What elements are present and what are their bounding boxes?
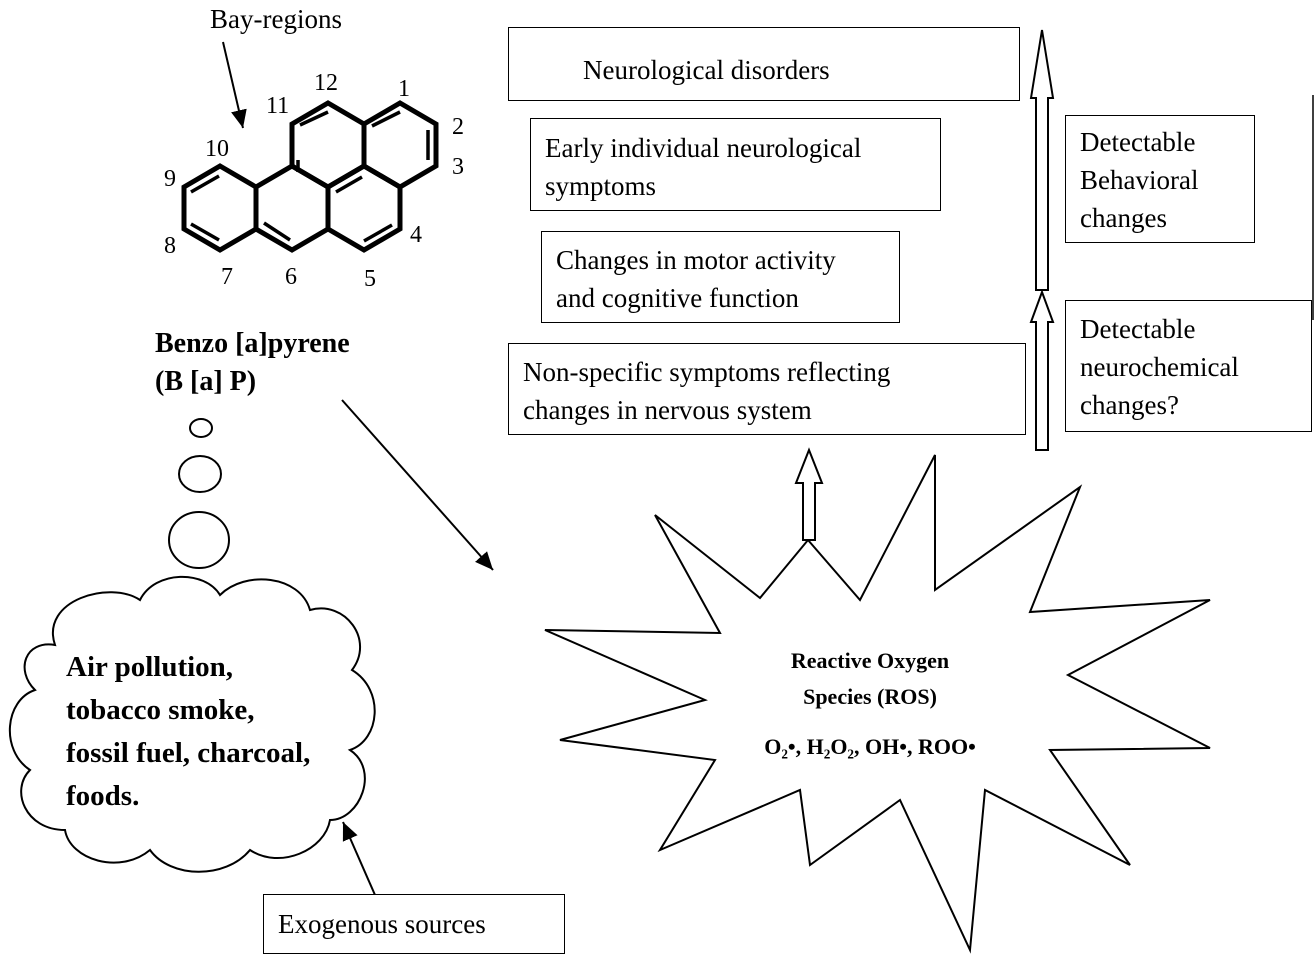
bap-to-ros-arrow: [341, 399, 494, 571]
exogenous-pointer: [342, 821, 376, 896]
exogenous-cloud: [8, 575, 376, 873]
early-symptoms-box: Early individual neurological symptoms: [530, 118, 941, 211]
cloud-line: Air pollution,: [66, 651, 234, 683]
atom-number: 6: [285, 264, 297, 290]
box-text: Neurological disorders: [583, 55, 830, 85]
bubble-small: [189, 418, 213, 438]
bubble-large: [168, 511, 230, 569]
bay-regions-label: Bay-regions: [210, 4, 342, 34]
bay-region-pointer: [222, 41, 247, 129]
atom-number: 4: [410, 222, 422, 248]
benzo-a-pyrene-structure: [181, 100, 439, 253]
atom-number: 7: [221, 264, 233, 290]
box-text-line: and cognitive function: [556, 283, 799, 313]
box-text-line: changes?: [1080, 390, 1179, 420]
cloud-line: fossil fuel, charcoal,: [66, 737, 311, 769]
box-text-line: Early individual neurological: [545, 133, 862, 163]
ros-starburst: [544, 454, 1211, 954]
bubble-medium: [178, 455, 222, 493]
behavioral-up-arrow: [1029, 29, 1055, 291]
box-text-line: changes: [1080, 203, 1167, 233]
box-text-line: Behavioral: [1080, 165, 1199, 195]
box-text-line: symptoms: [545, 171, 657, 201]
box-text-line: Detectable: [1080, 127, 1196, 157]
neurochemical-changes-box: Detectable neurochemical changes?: [1065, 300, 1312, 432]
compound-name: Benzo [a]pyrene: [155, 328, 350, 359]
atom-number: 1: [398, 76, 410, 102]
box-text-line: Non-specific symptoms reflecting: [523, 357, 891, 387]
atom-number: 9: [164, 166, 176, 192]
cloud-text: Air pollution, tobacco smoke, fossil fue…: [66, 646, 310, 818]
ros-species: O₂•, H₂O₂, OH•, ROO•: [764, 734, 976, 759]
ros-title-line: Species (ROS): [803, 684, 937, 709]
exogenous-sources-box: Exogenous sources: [263, 894, 565, 954]
atom-number: 8: [164, 233, 176, 259]
cloud-line: foods.: [66, 780, 140, 812]
box-text: Exogenous sources: [278, 909, 486, 939]
neurological-disorders-box: Neurological disorders: [508, 27, 1020, 101]
atom-number: 5: [364, 266, 376, 292]
box-text-line: changes in nervous system: [523, 395, 812, 425]
ros-title-line: Reactive Oxygen: [790, 648, 950, 673]
atom-number: 10: [205, 136, 229, 162]
ros-text: Reactive Oxygen Species (ROS) O₂•, H₂O₂,…: [720, 643, 1020, 765]
behavioral-changes-box: Detectable Behavioral changes: [1065, 115, 1255, 243]
nonspecific-symptoms-box: Non-specific symptoms reflecting changes…: [508, 343, 1026, 435]
box-text-line: Detectable: [1080, 314, 1196, 344]
atom-number: 11: [266, 93, 290, 119]
atom-number: 12: [314, 70, 338, 96]
motor-changes-box: Changes in motor activity and cognitive …: [541, 231, 900, 323]
atom-number: 2: [452, 114, 464, 140]
compound-abbreviation: (B [a] P): [155, 366, 257, 397]
neurochemical-up-arrow: [1029, 289, 1055, 451]
double-bonds: [190, 110, 430, 243]
box-text-line: neurochemical: [1080, 352, 1239, 382]
atom-number: 3: [452, 154, 464, 180]
box-text-line: Changes in motor activity: [556, 245, 836, 275]
ros-up-arrow: [794, 447, 824, 541]
cloud-line: tobacco smoke,: [66, 694, 255, 726]
